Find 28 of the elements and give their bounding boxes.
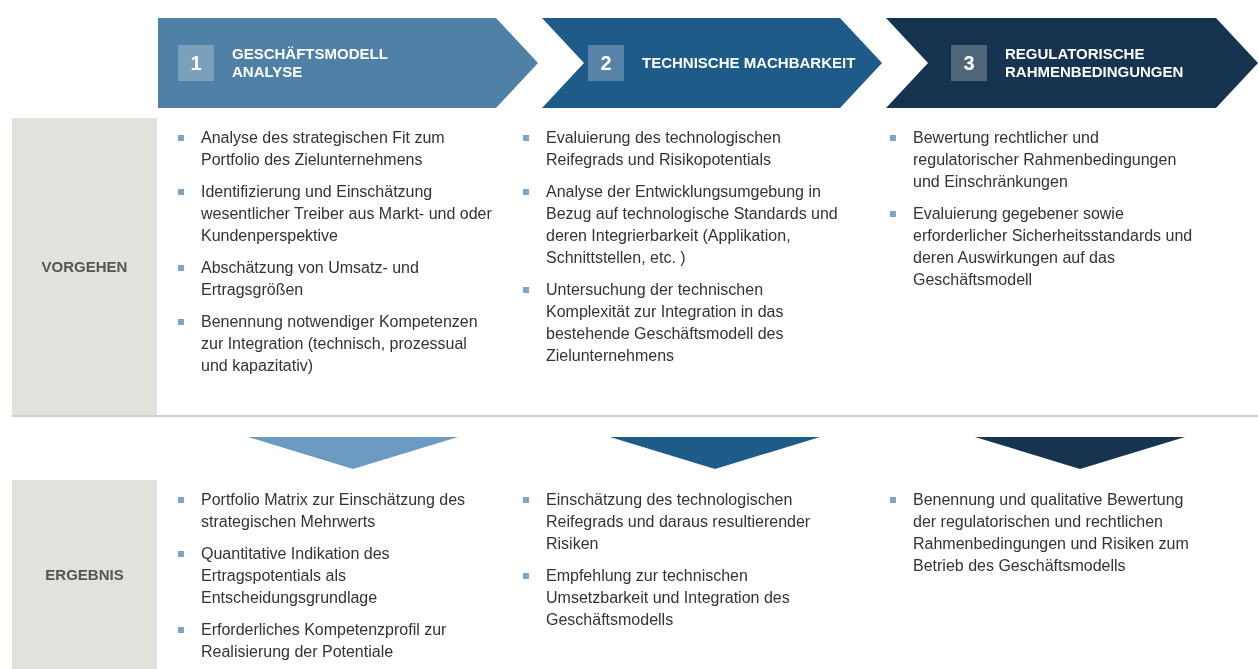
bullet-text: Untersuchung der technischen Komplexität zur Integration in das bestehende Geschäftsmodell des Zielunternehmens bbox=[546, 281, 784, 364]
bullet-text: Portfolio Matrix zur Einschätzung des strategischen Mehrwerts bbox=[201, 491, 466, 530]
step-title: REGULATORISCHE RAHMENBEDINGUNGEN bbox=[1005, 44, 1185, 82]
bullet-text: Analyse der Entwicklungsumgebung in Bezug auf technologische Standards und deren Integrierbarkeit (Applikation, Schnittstellen, etc. ) bbox=[546, 183, 838, 266]
chevron-header bbox=[158, 18, 538, 108]
row-title: VORGEHEN bbox=[40, 257, 129, 275]
bullet-text: Analyse des strategischen Fit zum Portfolio des Zielunternehmens bbox=[201, 129, 445, 168]
row-header bbox=[12, 118, 157, 415]
step-title: GESCHÄFTSMODELL ANALYSE bbox=[232, 44, 389, 82]
step-number: 1 bbox=[178, 45, 214, 81]
bullet-text: Quantitative Indikation des Ertragspotentials als Entscheidungsgrundlage bbox=[201, 545, 390, 606]
bullet-text: Evaluierung des technologischen Reifegrads und Risikopotentials bbox=[546, 129, 781, 168]
bullet-text: Benennung und qualitative Bewertung der regulatorischen und rechtlichen Rahmenbedingungen und Risiken zum Betrieb des Geschäftsmodells bbox=[913, 491, 1189, 574]
bullet-text: Identifizierung und Einschätzung wesentlicher Treiber aus Markt- und oder Kundenperspektive bbox=[201, 183, 492, 244]
chevron-header bbox=[542, 18, 882, 108]
row-title: ERGEBNIS bbox=[44, 565, 125, 583]
bullet-text: Benennung notwendiger Kompetenzen zur Integration (technisch, prozessual und kapazitativ) bbox=[201, 313, 478, 374]
bullet-text: Bewertung rechtlicher und regulatorischer Rahmenbedingungen und Einschränkungen bbox=[913, 129, 1177, 190]
chevron-header bbox=[886, 18, 1258, 108]
bullet-text: Erforderliches Kompetenzprofil zur Realisierung der Potentiale bbox=[201, 621, 447, 660]
bullet-text: Abschätzung von Umsatz- und Ertragsgrößen bbox=[201, 259, 419, 298]
row-header bbox=[12, 480, 157, 669]
bullet-text: Einschätzung des technologischen Reifegrads und daraus resultierender Risiken bbox=[546, 491, 811, 552]
bullet-text: Evaluierung gegebener sowie erforderlicher Sicherheitsstandards und deren Auswirkungen auf das Geschäftsmodell bbox=[913, 205, 1193, 288]
step-title: TECHNISCHE MACHBARKEIT bbox=[642, 53, 857, 73]
step-number: 2 bbox=[588, 45, 624, 81]
step-number: 3 bbox=[951, 45, 987, 81]
bullet-text: Empfehlung zur technischen Umsetzbarkeit und Integration des Geschäftsmodells bbox=[546, 567, 790, 628]
